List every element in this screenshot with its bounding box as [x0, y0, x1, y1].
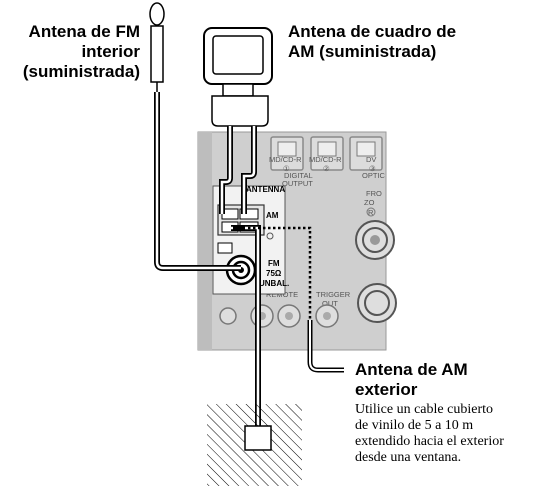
fm-ohm-label: 75Ω: [266, 269, 282, 278]
antenna-label: ANTENNA: [246, 185, 285, 194]
digital-output-jacks: [270, 136, 383, 171]
am-loop-line1: Antena de cuadro de: [288, 22, 456, 41]
label-fm-indoor: Antena de FM interior (suministrada): [23, 22, 141, 81]
port-dv-label: DV: [366, 155, 376, 164]
am-outdoor-note-3: extendido hacia el exterior: [355, 434, 504, 449]
fm-indoor-line2: interior: [81, 42, 140, 61]
fm-terminal-label: FM: [268, 259, 280, 268]
am-outdoor-note-4: desde una ventana.: [355, 450, 461, 465]
port-md-cd-r-2-label: MD/CD-R: [309, 155, 342, 164]
am-outdoor-note-1: Utilice un cable cubierto: [355, 402, 493, 417]
am-loop-line2: AM (suministrada): [288, 42, 436, 61]
am-loop-antenna: [203, 27, 273, 127]
fro-label: FRO: [366, 189, 382, 198]
zone-label: ZO: [364, 198, 375, 207]
label-am-outdoor: Antena de AM exterior Utilice un cable c…: [355, 360, 504, 465]
am-outdoor-wire: [248, 226, 344, 373]
port-md-cd-r-1-label: MD/CD-R: [269, 155, 302, 164]
port-md-cd-r-2-num: ②: [323, 164, 330, 173]
port-dv-sub: OPTIC: [362, 171, 386, 180]
am-loop-wires: [219, 126, 257, 214]
am-outdoor-line2: exterior: [355, 380, 418, 399]
am-terminal-label: AM: [266, 211, 279, 220]
port-md-cd-r-1-num: ①: [283, 164, 290, 173]
trigger-label: TRIGGER: [316, 290, 351, 299]
out-label: OUT: [322, 299, 338, 308]
label-am-loop: Antena de cuadro de AM (suministrada): [288, 22, 456, 61]
ground-earth: [207, 404, 302, 486]
am-outdoor-note-2: de vinilo de 5 a 10 m: [355, 418, 473, 433]
fm-indoor-line1: Antena de FM: [29, 22, 140, 41]
am-outdoor-line1: Antena de AM: [355, 360, 468, 379]
receiver-rear-panel: MD/CD-R ① MD/CD-R ② DV ③ OPTIC DIGITAL O…: [197, 131, 397, 351]
fm-indoor-antenna: [149, 2, 241, 271]
digital-label: DIGITAL: [284, 171, 313, 180]
output-label: OUTPUT: [282, 179, 313, 188]
fm-indoor-line3: (suministrada): [23, 62, 140, 81]
right-side-jacks: FRO ZO R: [355, 189, 397, 323]
port-dv-num: ③: [369, 164, 376, 173]
zone-r-label: R: [368, 208, 374, 217]
fm-unbal-label: UNBAL.: [259, 279, 289, 288]
